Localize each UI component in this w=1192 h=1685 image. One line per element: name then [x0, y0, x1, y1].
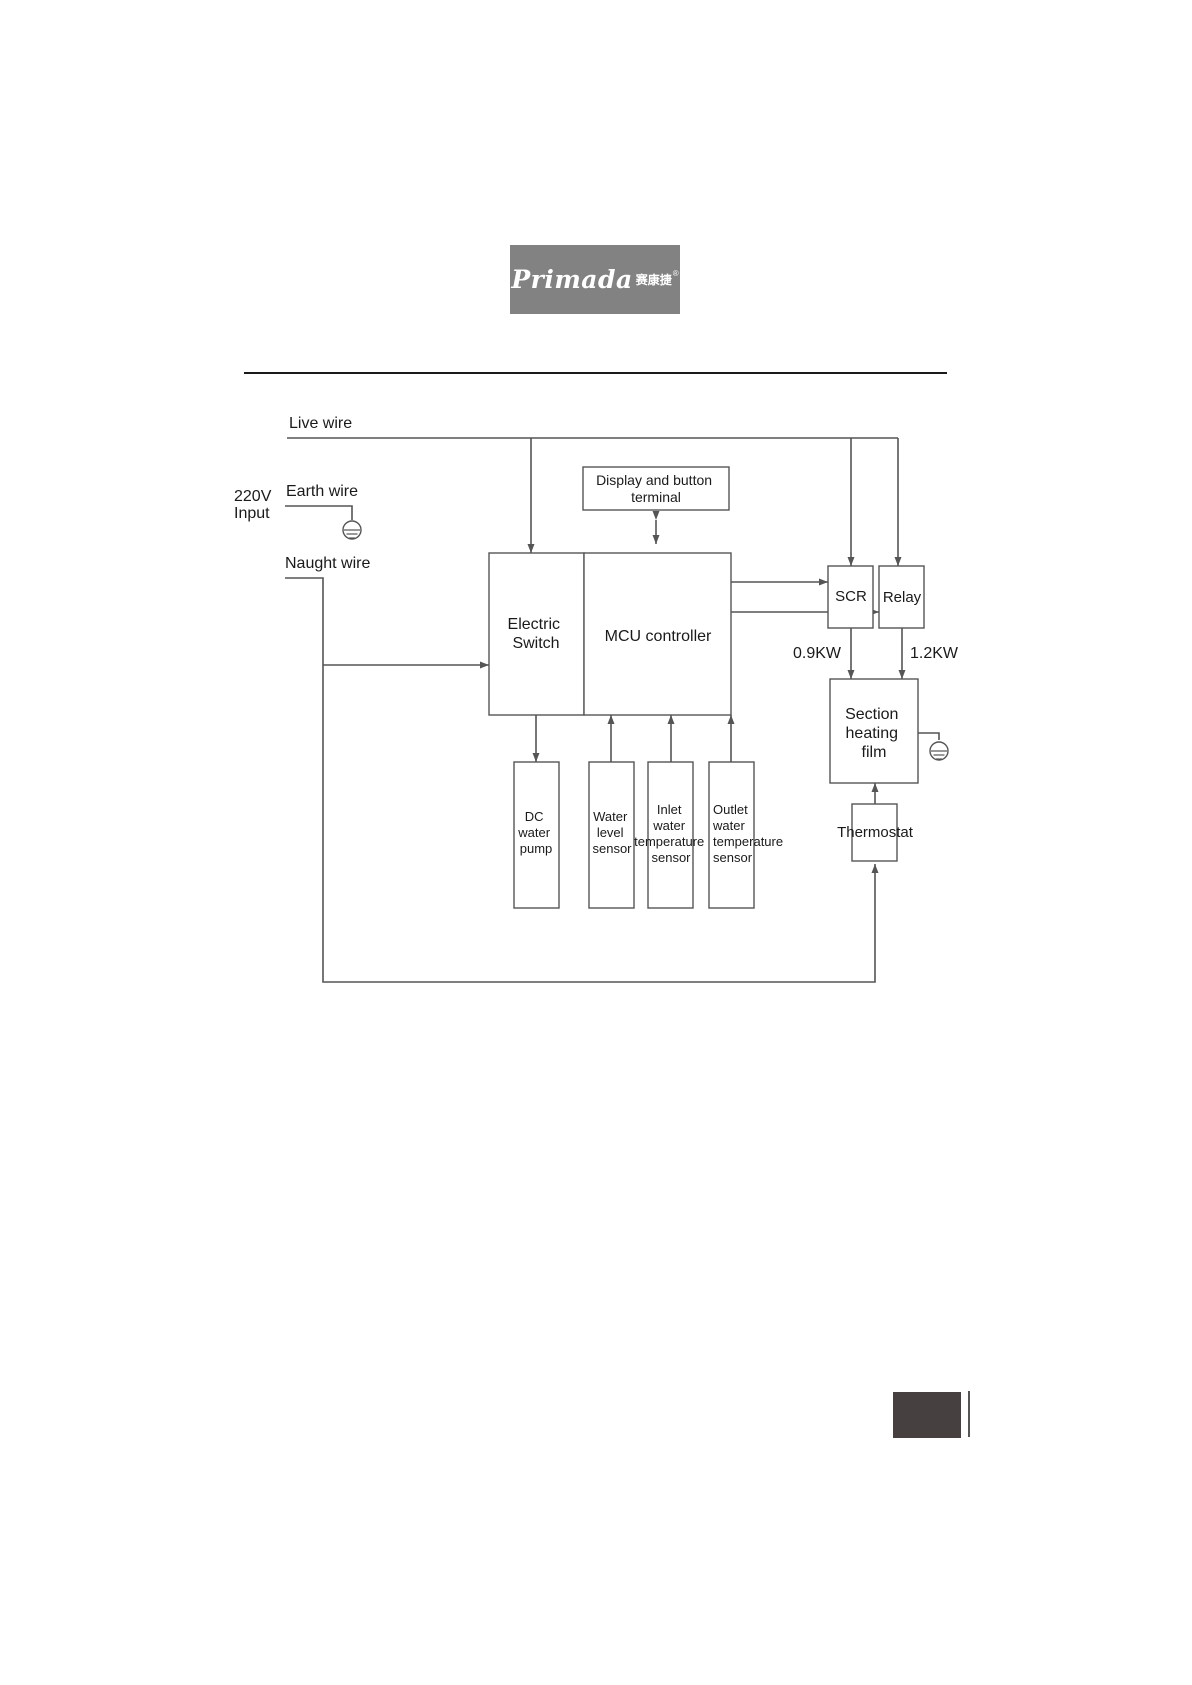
thermostat-label: Thermostat — [837, 824, 914, 841]
heater-earth-line — [918, 733, 939, 740]
outlet-temp-sensor-label: Outlet water temperature sensor — [712, 802, 787, 865]
scr-label: SCR — [835, 588, 867, 605]
earth-wire-line — [285, 506, 352, 520]
earth-wire-label: Earth wire — [286, 483, 358, 500]
ground-symbol-icon — [343, 521, 361, 539]
input-voltage-label: 220V — [234, 488, 272, 505]
live-wire-label: Live wire — [289, 415, 352, 432]
mcu-controller-label: MCU controller — [605, 628, 712, 645]
page-number-tab — [893, 1392, 961, 1438]
electric-switch-box — [489, 553, 584, 715]
relay-label: Relay — [883, 589, 922, 606]
water-level-sensor-label: Water level sensor — [592, 809, 632, 856]
heater-ground-symbol-icon — [930, 742, 948, 760]
input-word-label: Input — [234, 505, 270, 522]
inlet-temp-sensor-label: Inlet water temperature sensor — [634, 802, 708, 865]
power-high-label: 1.2KW — [910, 645, 959, 662]
power-low-label: 0.9KW — [793, 645, 842, 662]
naught-wire-label: Naught wire — [285, 555, 370, 572]
page-edge-bar — [968, 1391, 970, 1437]
